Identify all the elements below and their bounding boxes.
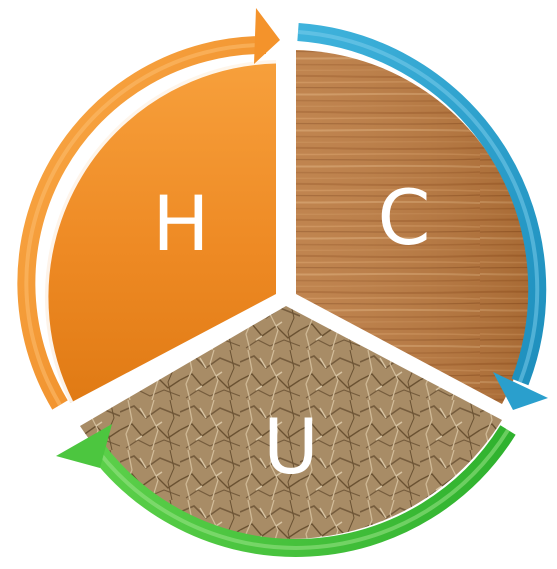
arrow-green	[56, 424, 516, 557]
segment-u-label: U	[263, 402, 319, 491]
arrow-blue	[297, 23, 548, 410]
segment-c	[296, 50, 531, 404]
segment-u-fill	[80, 306, 502, 539]
segment-u	[80, 306, 502, 539]
segment-c-label: C	[377, 173, 430, 262]
segment-h-label: H	[152, 179, 209, 268]
arrow-orange	[17, 8, 280, 410]
segment-h	[41, 56, 277, 405]
